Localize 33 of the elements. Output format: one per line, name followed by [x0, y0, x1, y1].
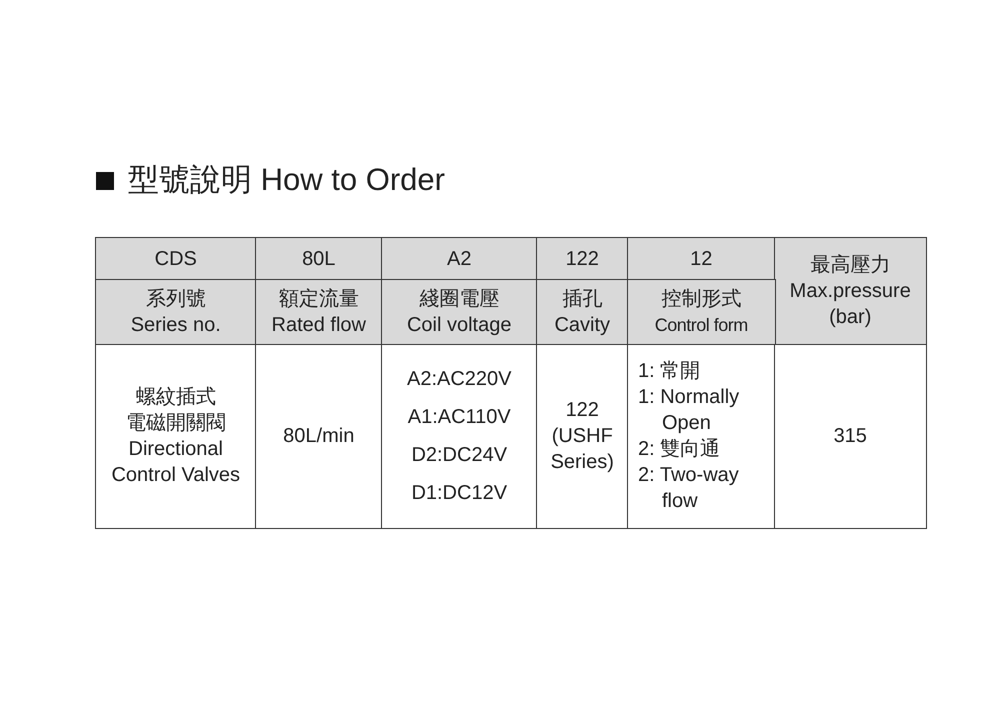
cell-text: 控制形式	[661, 287, 742, 312]
cell-text: 122 (USHF Series)	[550, 398, 615, 476]
cell-text: D1:DC12V	[411, 481, 508, 506]
title: 型號說明 How to Order	[128, 161, 445, 199]
cell-text: Cavity	[554, 313, 610, 338]
cell-text: A2:AC220V	[406, 367, 512, 392]
cell-text: 122	[566, 246, 599, 272]
cell-text: 2: Two-way flow	[638, 463, 740, 514]
cell-text: 電磁開關閥	[124, 411, 227, 436]
cell-text: Directional Control Valves	[110, 437, 242, 488]
cell-text: 綫圈電壓	[419, 287, 500, 312]
cell-text: 插孔	[562, 287, 602, 312]
cell-text: A1:AC110V	[408, 405, 511, 430]
cell-text: D2:DC24V	[411, 443, 508, 468]
cell-text: Control form	[654, 314, 748, 338]
cell-text: 最高壓力	[810, 253, 890, 278]
cell-text: 80L/min	[283, 424, 354, 450]
cell-text: 2: 雙向通	[638, 437, 722, 462]
cell-text: 1: 常開	[638, 359, 702, 384]
cell-text: 1: Normally Open	[638, 385, 740, 436]
cell-text: Series no.	[130, 313, 221, 338]
cell-text: 12	[690, 246, 712, 272]
cell-text: 315	[834, 424, 867, 450]
cell-text: 額定流量	[278, 287, 359, 312]
cell-text: 螺紋插式	[134, 385, 217, 410]
cell-text: CDS	[154, 246, 197, 272]
cell-text: (bar)	[829, 305, 872, 330]
cell-text: Coil voltage	[406, 313, 512, 338]
cell-text: 80L	[302, 246, 336, 272]
cell-text: Rated flow	[272, 313, 366, 338]
cell-text: A2	[447, 246, 472, 272]
cell-text: 系列號	[146, 287, 206, 312]
cell-text: Max.pressure	[790, 279, 911, 304]
